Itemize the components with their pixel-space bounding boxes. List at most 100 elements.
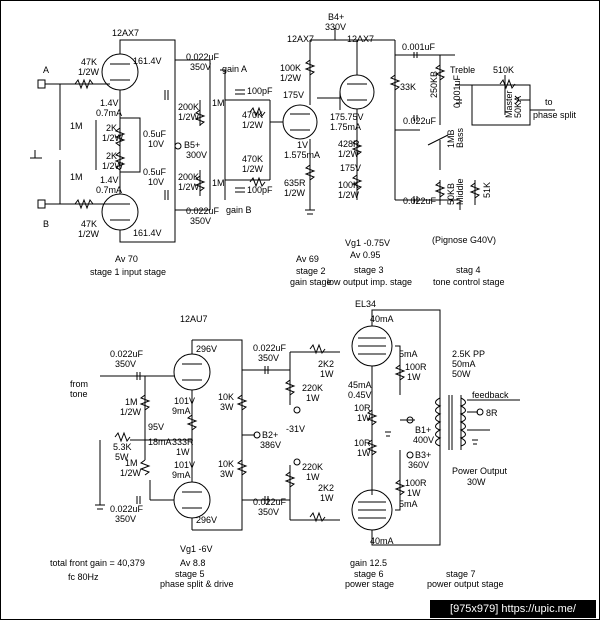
s1-r1mpa: 1M (212, 98, 225, 108)
s7-r8: 8R (486, 408, 498, 418)
s5-i9b: 9mA (172, 470, 191, 480)
s23-tube2: 12AX7 (347, 34, 374, 44)
s1-c05b-v: 10V (148, 177, 164, 187)
s23-b4v: 330V (325, 22, 346, 32)
info-fc: fc 80Hz (68, 572, 99, 582)
s23-r428-w: 1/2W (338, 149, 360, 159)
s5-v95: 95V (148, 422, 164, 432)
s5-c022in-v: 350V (115, 359, 136, 369)
s5-c022oa: 0.022uF (253, 343, 287, 353)
s4-r51: 51K (482, 182, 492, 198)
s6-neg31: -31V (286, 424, 305, 434)
s5-r1m2-w: 1/2W (120, 468, 142, 478)
s6-r100a-w: 1W (407, 372, 421, 382)
s7-power-output: Power Output (452, 466, 508, 476)
s1-v14b: 1.4V (100, 175, 119, 185)
s1-c05b: 0.5uF (143, 167, 167, 177)
s4-stage: stag 4 (456, 265, 481, 275)
s6-r220a: 220K (302, 383, 323, 393)
s23-i1575: 1.575mA (284, 150, 320, 160)
s5-r333-w: 1W (176, 447, 190, 457)
s5-i9a: 9mA (172, 406, 191, 416)
s1-av: Av 70 (115, 254, 138, 264)
s5-r53-w: 5W (115, 452, 129, 462)
s6-stage-label: power stage (345, 579, 394, 589)
s1-input-b: B (43, 219, 49, 229)
s4-r510: 510K (493, 65, 514, 75)
s6-i40b: 40mA (370, 536, 394, 546)
s4-master: Master (504, 90, 514, 118)
s23-r635: 635R (284, 178, 306, 188)
s4-stage-label: tone control stage (433, 277, 505, 287)
s4-p50: 50KB (446, 183, 456, 205)
s23-r100: 100K (280, 63, 301, 73)
s23-b4: B4+ (328, 12, 344, 22)
s6-v045: 0.45V (348, 390, 372, 400)
stage-4: 0.001uF 33K 0.022uF 250KB Treble 0.001uF… (389, 40, 577, 287)
s1-b5: B5+ (184, 140, 200, 150)
s1-input-a: A (43, 65, 49, 75)
s5-r10a: 10K (218, 392, 234, 402)
s23-r100b: 100K (338, 180, 359, 190)
s6-r100b-w: 1W (407, 488, 421, 498)
s1-c022b-v: 350V (190, 216, 211, 226)
footer-watermark: [975x979] https://upic.me/ (430, 600, 596, 618)
s1-r200a-w: 1/2W (178, 112, 200, 122)
s1-r200b: 200K (178, 172, 199, 182)
s23-s3b: low output imp. stage (327, 277, 412, 287)
s1-r47b: 47K (81, 219, 97, 229)
s1-c100b: 100pF (247, 185, 273, 195)
s1-i07b: 0.7mA (96, 185, 122, 195)
s5-from: from (70, 379, 88, 389)
s6-r2k2a: 2K2 (318, 359, 334, 369)
s7-stage: stage 7 (446, 569, 476, 579)
tube-12au7-b (173, 481, 211, 519)
s6-r2k2b-w: 1W (320, 493, 334, 503)
s23-v17575: 175.75V (330, 112, 364, 122)
tube-12au7-a (173, 353, 211, 391)
s5-v296a: 296V (196, 344, 217, 354)
s4-c022b: 0.022uF (403, 196, 437, 206)
s1-i07a: 0.7mA (96, 108, 122, 118)
s6-b1: B1+ (415, 425, 431, 435)
s5-c022oa-v: 350V (258, 353, 279, 363)
s5-r333: 333R (172, 437, 194, 447)
s6-b3: B3+ (415, 450, 431, 460)
s4-bass: Bass (455, 127, 465, 148)
s4-to: to (545, 97, 553, 107)
s1-b5v: 300V (186, 150, 207, 160)
s4-p1mb: 1MB (446, 129, 456, 148)
s6-r2k2b: 2K2 (318, 483, 334, 493)
s4-c022: 0.022uF (403, 116, 437, 126)
s23-s3: stage 3 (354, 265, 384, 275)
s1-r1ma: 1M (70, 121, 83, 131)
s6-tube-label: EL34 (355, 299, 376, 309)
s1-c05a-v: 10V (148, 139, 164, 149)
s7-w30: 30W (467, 477, 486, 487)
s1-r47b-w: 1/2W (78, 229, 100, 239)
s7-feedback: feedback (472, 390, 509, 400)
s6-i5a: 5mA (399, 349, 418, 359)
s6-i40a: 40mA (370, 314, 394, 324)
s1-r2kb: 2K (106, 151, 117, 161)
s5-r1m2: 1M (125, 458, 138, 468)
s23-v175: 175V (283, 90, 304, 100)
s23-av69: Av 69 (296, 254, 319, 264)
s6-r100b: 100R (405, 478, 427, 488)
s1-label: stage 1 input stage (90, 267, 166, 277)
s7-w50: 50W (452, 369, 471, 379)
s4-middle: Middle (455, 178, 465, 205)
tube-12ax7-b (101, 193, 139, 231)
s5-r1m-w: 1/2W (120, 407, 142, 417)
s1-r47a-w: 1/2W (78, 67, 100, 77)
s6-r220b: 220K (302, 462, 323, 472)
s23-r428: 428R (338, 139, 360, 149)
stage-7: 2.5K PP 50mA 50W feedback 8R Power Outpu… (427, 349, 520, 589)
info-total-gain: total front gain = 40,379 (50, 558, 145, 568)
s23-r635-w: 1/2W (284, 188, 306, 198)
s4-c001b: 0.001uF (452, 74, 462, 108)
s1-r470a-w: 1/2W (242, 120, 264, 130)
s1-r2ka-w: 1/2W (102, 133, 124, 143)
